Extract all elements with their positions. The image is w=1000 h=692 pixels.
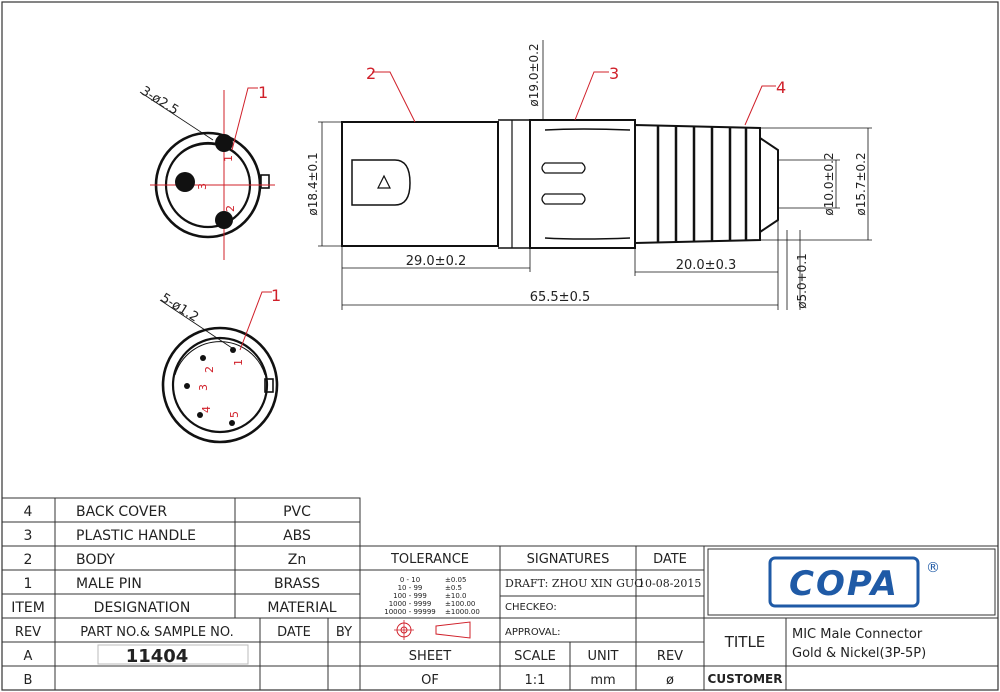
logo-frame xyxy=(768,556,920,608)
svg-text:3: 3 xyxy=(197,384,210,391)
pin-1-dot xyxy=(215,134,233,152)
scale-value: 1:1 xyxy=(525,673,546,688)
callout-2: 2 xyxy=(366,64,376,83)
svg-text:BRASS: BRASS xyxy=(274,576,320,592)
svg-text:Zn: Zn xyxy=(288,552,306,568)
pin-dia-label-5p: 5-ø1.2 xyxy=(158,291,201,326)
svg-text:PLASTIC HANDLE: PLASTIC HANDLE xyxy=(76,528,196,544)
tolerance-block: TOLERANCE 0 - 10 ±0.05 10 - 99 ±0.5 100 … xyxy=(384,552,480,688)
svg-text:0 - 10: 0 - 10 xyxy=(400,576,420,584)
unit-value: mm xyxy=(590,673,615,688)
callout-1-3p: 1 xyxy=(258,83,268,102)
callout-3: 3 xyxy=(609,64,619,83)
front-view-5pin: 5-ø1.2 1 1 2 3 4 5 xyxy=(158,286,281,444)
svg-text:100 - 999: 100 - 999 xyxy=(393,592,427,600)
svg-text:PART NO.& SAMPLE NO.: PART NO.& SAMPLE NO. xyxy=(80,625,234,640)
customer-label: CUSTOMER xyxy=(708,672,783,686)
title-label: TITLE xyxy=(724,633,766,651)
projection-symbol xyxy=(394,620,471,640)
checked-label: CHECKEO: xyxy=(505,602,557,613)
dim-body-dia: ø18.4±0.1 xyxy=(306,152,320,215)
dim-body-len: 29.0±0.2 xyxy=(406,254,467,269)
callout-4: 4 xyxy=(776,78,786,97)
sheet-label: SHEET xyxy=(409,649,451,664)
signatures-block: SIGNATURES DATE DRAFT: ZHOU XIN GUO 10-0… xyxy=(505,552,701,688)
svg-text:1000 - 9999: 1000 - 9999 xyxy=(389,600,432,608)
bom-header-material: MATERIAL xyxy=(267,600,336,616)
title-line-2: Gold & Nickel(3P-5P) xyxy=(792,646,926,661)
svg-text:BODY: BODY xyxy=(76,552,115,568)
rev-rows: REV PART NO.& SAMPLE NO. DATE BY A 11404… xyxy=(15,625,352,688)
pin-2-dot xyxy=(215,211,233,229)
svg-text:1: 1 xyxy=(222,155,235,162)
svg-text:DATE: DATE xyxy=(277,625,311,640)
approval-label: APPROVAL: xyxy=(505,627,561,638)
signatures-title: SIGNATURES xyxy=(527,552,610,567)
scale-label: SCALE xyxy=(514,649,556,664)
front-view-3pin: 3-ø2.5 1 1 2 3 xyxy=(138,83,275,260)
svg-text:10000 - 99999: 10000 - 99999 xyxy=(384,608,436,616)
registered-mark: ® xyxy=(926,560,940,576)
bom-header-designation: DESIGNATION xyxy=(94,600,191,616)
svg-text:REV: REV xyxy=(15,625,41,640)
dim-cable-dia: ø5.0+0.1 xyxy=(795,253,809,309)
title-line-1: MIC Male Connector xyxy=(792,627,923,642)
pin-3-dot xyxy=(175,172,195,192)
title-block-grid xyxy=(359,545,999,691)
date-title: DATE xyxy=(653,552,687,567)
tolerance-title: TOLERANCE xyxy=(390,552,469,567)
svg-text:BACK COVER: BACK COVER xyxy=(76,504,167,520)
bom-rows: 4 BACK COVER PVC 3 PLASTIC HANDLE ABS 2 … xyxy=(11,504,337,616)
svg-text:2: 2 xyxy=(24,552,33,568)
rev-label: REV xyxy=(657,649,683,664)
svg-text:MALE PIN: MALE PIN xyxy=(76,576,142,592)
side-view: 2 3 4 ø18.4±0.1 ø19.0±0.2 ø10.0±0.2 ø15.… xyxy=(306,40,872,310)
company-block: COPA ® TITLE MIC Male Connector Gold & N… xyxy=(707,548,996,686)
dim-total-len: 65.5±0.5 xyxy=(530,290,591,305)
sheet-value: OF xyxy=(421,673,439,688)
callout-1-5p: 1 xyxy=(271,286,281,305)
svg-text:3: 3 xyxy=(24,528,33,544)
svg-text:±100.00: ±100.00 xyxy=(445,600,475,608)
svg-text:2: 2 xyxy=(224,205,237,212)
draft-signature: DRAFT: ZHOU XIN GUO xyxy=(505,577,643,590)
svg-text:1: 1 xyxy=(232,359,245,366)
dim-handle-dia: ø19.0±0.2 xyxy=(527,43,541,106)
svg-text:BY: BY xyxy=(336,625,352,640)
rev-value: ø xyxy=(666,673,674,688)
svg-text:4: 4 xyxy=(200,406,213,413)
svg-text:±0.05: ±0.05 xyxy=(445,576,466,584)
svg-text:A: A xyxy=(24,649,33,664)
svg-text:1: 1 xyxy=(24,576,33,592)
bom-header-item: ITEM xyxy=(11,600,45,616)
dim-cover-outer-dia: ø15.7±0.2 xyxy=(854,152,868,215)
svg-text:±0.5: ±0.5 xyxy=(445,584,462,592)
svg-text:±1000.00: ±1000.00 xyxy=(445,608,480,616)
svg-text:5: 5 xyxy=(228,411,241,418)
svg-text:2: 2 xyxy=(203,366,216,373)
unit-label: UNIT xyxy=(587,649,618,664)
draft-date: 10-08-2015 xyxy=(638,577,701,590)
svg-text:±10.0: ±10.0 xyxy=(445,592,466,600)
pin-dia-label-3p: 3-ø2.5 xyxy=(138,84,181,119)
svg-text:ABS: ABS xyxy=(283,528,311,544)
svg-text:3: 3 xyxy=(196,183,209,190)
svg-text:B: B xyxy=(24,673,33,688)
company-logo: COPA xyxy=(789,564,899,604)
svg-text:PVC: PVC xyxy=(283,504,311,520)
dim-cover-inner-dia: ø10.0±0.2 xyxy=(822,152,836,215)
svg-text:10 - 99: 10 - 99 xyxy=(398,584,423,592)
bom-table xyxy=(1,497,361,619)
svg-text:4: 4 xyxy=(24,504,33,520)
dim-cover-len: 20.0±0.3 xyxy=(676,258,737,273)
part-number: 11404 xyxy=(126,646,189,667)
